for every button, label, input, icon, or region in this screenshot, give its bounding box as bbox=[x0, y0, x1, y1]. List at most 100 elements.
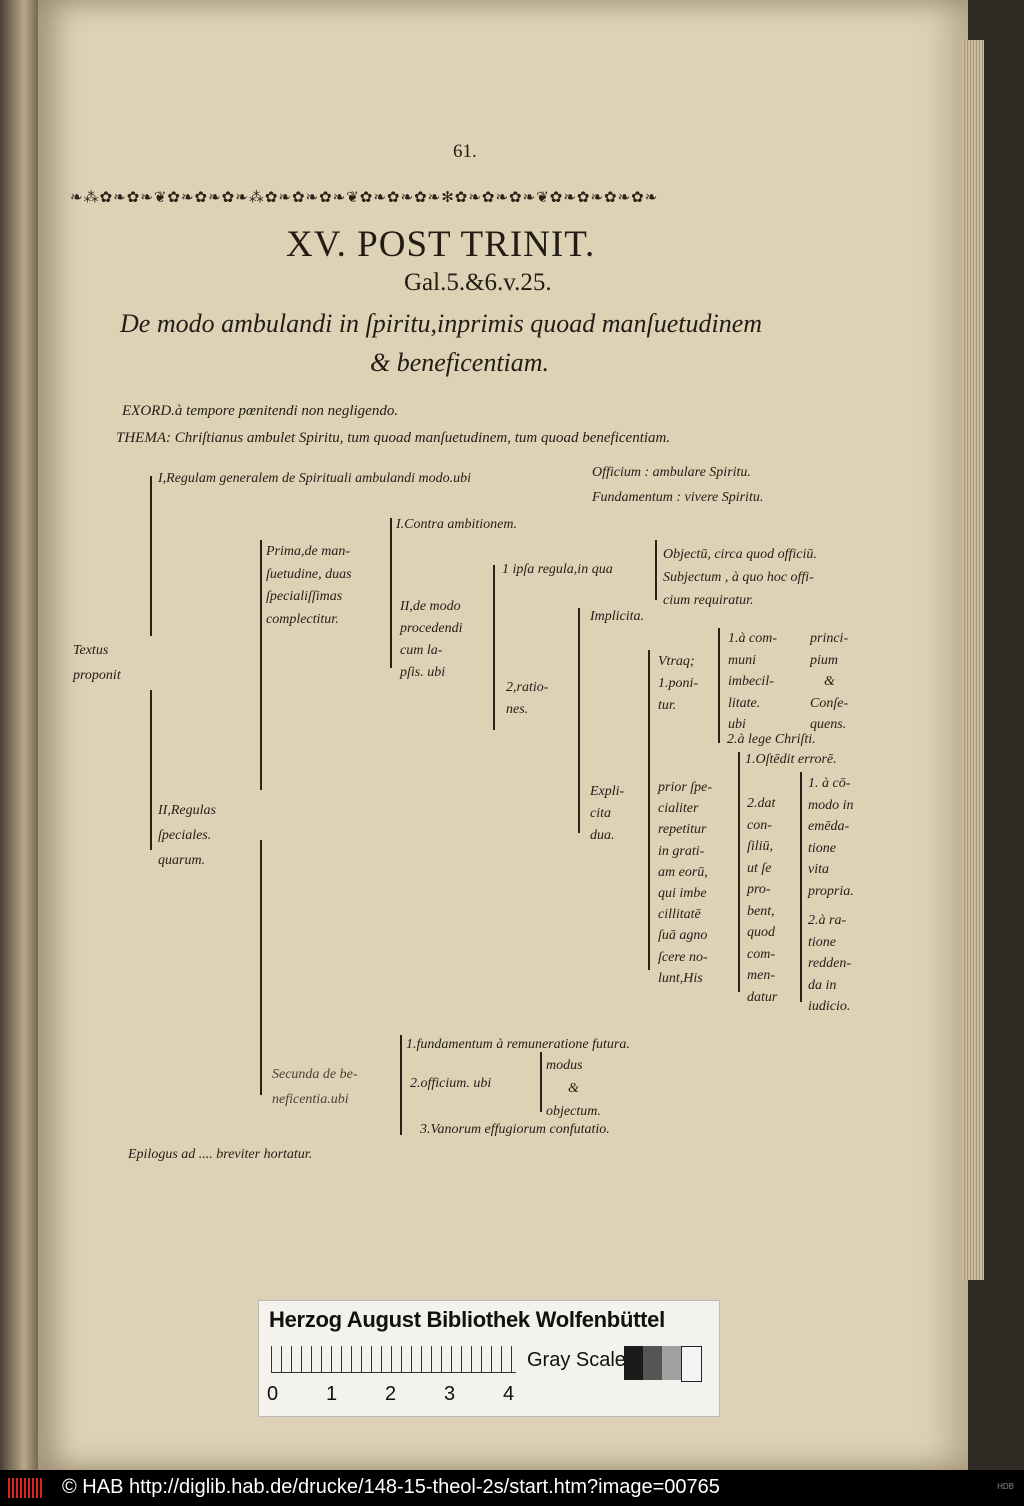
line: ſiliū, bbox=[747, 839, 774, 854]
line: imbecil- bbox=[728, 674, 774, 689]
ornament-border: ❧⁂✿❧✿❧❦✿❧✿❧✿❧⁂✿❧✿❧✿❧❦✿❧✿❧✿❧✻✿❧✿❧✿❧❦✿❧✿❧✿… bbox=[70, 190, 659, 206]
line: in grati- bbox=[658, 843, 705, 859]
epilogus: Epilogus ad .... breviter hortatur. bbox=[128, 1147, 313, 1162]
line: cialiter bbox=[658, 801, 699, 817]
line: iudicio. bbox=[808, 999, 851, 1014]
subtitle-line-1: De modo ambulandi in ſpiritu,inprimis qu… bbox=[120, 309, 763, 338]
line: dua. bbox=[590, 828, 615, 843]
line: repetitur bbox=[658, 822, 707, 838]
page-stack-edge bbox=[962, 40, 984, 1280]
fundamentum: Fundamentum : vivere Spiritu. bbox=[592, 490, 764, 505]
line: Expli- bbox=[590, 784, 625, 799]
page-title: XV. POST TRINIT. bbox=[286, 224, 596, 265]
line: quarum. bbox=[158, 853, 206, 868]
line: emēda- bbox=[808, 819, 850, 834]
book-page bbox=[38, 0, 968, 1470]
line: litate. bbox=[728, 695, 761, 711]
modus-objectum: modus & objectum. bbox=[546, 1054, 601, 1123]
line: objectum. bbox=[546, 1104, 601, 1119]
officium-ubi: 2.officium. ubi bbox=[410, 1076, 492, 1091]
implicita: Implicita. bbox=[590, 609, 645, 624]
brace-line bbox=[390, 518, 392, 668]
officium: Officium : ambulare Spiritu. bbox=[592, 465, 751, 480]
line: modo in bbox=[808, 797, 854, 813]
line: pro- bbox=[747, 882, 771, 897]
line: men- bbox=[747, 968, 775, 983]
line: & bbox=[568, 1081, 579, 1096]
line: tione bbox=[808, 934, 836, 950]
scale-number: 3 bbox=[444, 1383, 456, 1405]
brace-line bbox=[738, 752, 740, 992]
line: complectitur. bbox=[266, 611, 339, 627]
footer-mark: HDB bbox=[997, 1482, 1014, 1491]
line: pium bbox=[810, 652, 838, 668]
line: modus bbox=[546, 1058, 583, 1073]
line: ſuā agno bbox=[658, 928, 708, 944]
objectum-subjectum: Objectū, circa quod officiū. Subjectum , … bbox=[663, 543, 817, 612]
page-number: 61. bbox=[453, 141, 477, 162]
line: & bbox=[824, 674, 835, 689]
line: con- bbox=[747, 817, 772, 833]
line: Conſe- bbox=[810, 695, 849, 711]
line: proponit bbox=[73, 668, 121, 683]
utraque: Vtraq;1.poni-tur. bbox=[658, 651, 698, 717]
line: nes. bbox=[506, 702, 529, 717]
line: vita bbox=[808, 862, 829, 877]
brace-line bbox=[800, 772, 802, 1002]
brace-line bbox=[260, 540, 262, 790]
line: neficentia.ubi bbox=[272, 1092, 349, 1107]
line: Textus bbox=[73, 643, 109, 658]
thema: THEMA: Chriſtianus ambulet Spiritu, tum … bbox=[116, 430, 671, 446]
vanorum-confutatio: 3.Vanorum effugiorum confutatio. bbox=[420, 1122, 610, 1137]
line: ſcere no- bbox=[658, 949, 708, 965]
institution-name: Herzog August Bibliothek Wolfenbüttel bbox=[269, 1307, 665, 1332]
line: 2,ratio- bbox=[506, 680, 549, 695]
line: da in bbox=[808, 977, 837, 993]
scale-number: 0 bbox=[267, 1383, 279, 1405]
brace-line bbox=[150, 690, 152, 850]
line: 1.à com- bbox=[728, 631, 777, 646]
hab-logo-icon bbox=[8, 1478, 44, 1498]
gray-swatch bbox=[624, 1346, 643, 1380]
line: ſuetudine, duas bbox=[266, 566, 352, 582]
line: propria. bbox=[808, 883, 854, 899]
gray-swatch bbox=[643, 1346, 662, 1380]
line: tione bbox=[808, 840, 836, 856]
brace-line bbox=[150, 476, 152, 636]
line: Subjectum , à quo hoc offi- bbox=[663, 570, 814, 585]
secunda-beneficentia: Secunda de be-neficentia.ubi bbox=[272, 1062, 358, 1112]
line: muni bbox=[728, 652, 756, 668]
lege-christi: 2.à lege Chriſti. bbox=[727, 732, 816, 747]
scale-ruler bbox=[271, 1346, 516, 1373]
principium-consequens: princi-pium & Conſe-quens. bbox=[810, 628, 848, 736]
line: qui imbe bbox=[658, 886, 707, 902]
line: princi- bbox=[810, 631, 849, 646]
ipsa-regula: 1 ipſa regula,in qua bbox=[502, 562, 613, 577]
line: 2.dat bbox=[747, 796, 776, 811]
line: Objectū, circa quod officiū. bbox=[663, 547, 817, 562]
brace-line bbox=[493, 565, 495, 730]
line: II,Regulas bbox=[158, 803, 216, 818]
line: 1.poni- bbox=[658, 676, 699, 691]
brace-line bbox=[655, 540, 657, 600]
line: quens. bbox=[810, 717, 847, 732]
gray-swatch bbox=[681, 1346, 702, 1382]
line: quod bbox=[747, 925, 775, 940]
line: ubi bbox=[728, 717, 746, 732]
brace-line bbox=[400, 1035, 402, 1135]
scale-number: 1 bbox=[326, 1383, 338, 1405]
line: Prima,de man- bbox=[266, 544, 350, 559]
line: procedendi bbox=[400, 621, 463, 636]
line: datur bbox=[747, 989, 778, 1005]
line: cum la- bbox=[400, 643, 443, 658]
copyright-url[interactable]: © HAB http://diglib.hab.de/drucke/148-15… bbox=[62, 1476, 720, 1498]
brace-line bbox=[540, 1052, 542, 1112]
